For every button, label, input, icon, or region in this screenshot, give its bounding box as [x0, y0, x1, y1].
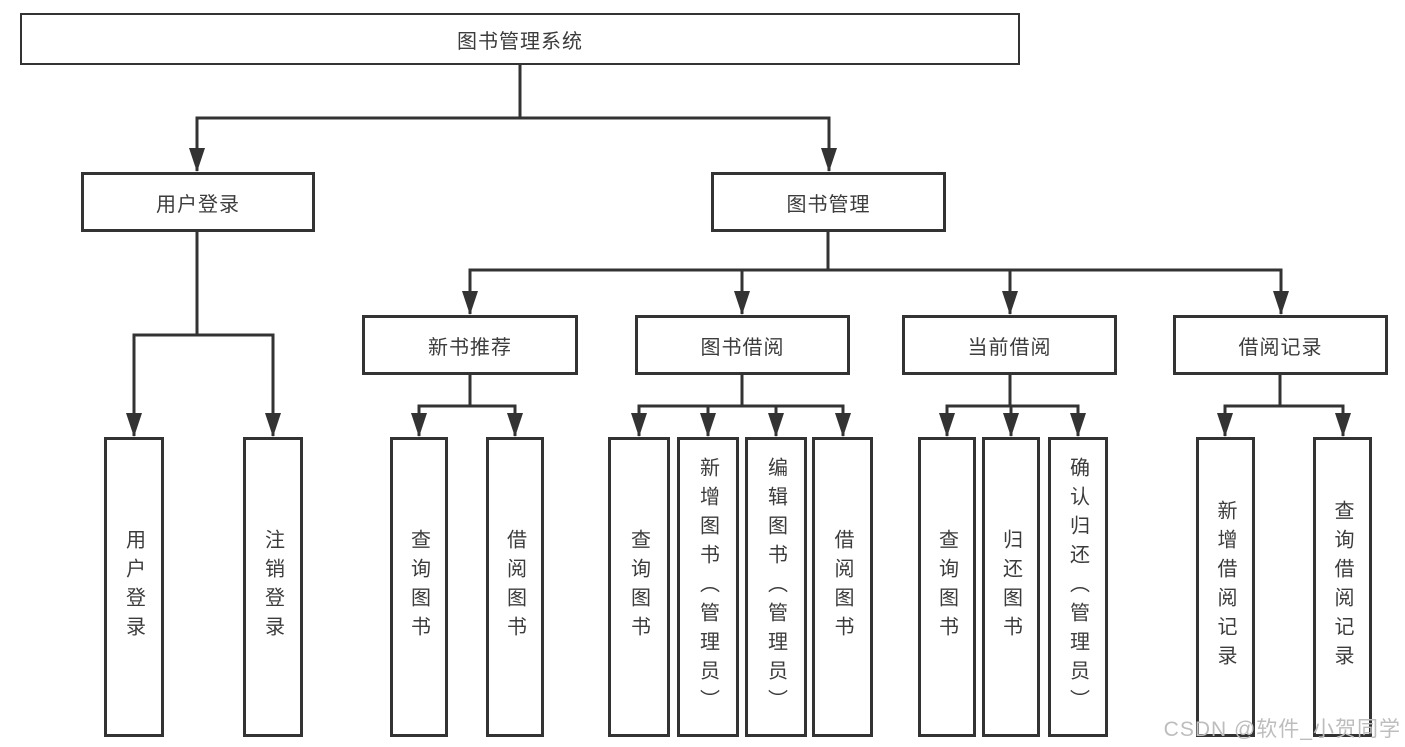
node-book-management: 图书管理: [711, 172, 946, 232]
leaf-query-books-borrowing: 查询图书: [608, 437, 670, 737]
leaf-add-books-admin: 新增图书（管理员）: [677, 437, 739, 737]
leaf-query-books-borrowing-label: 查询图书: [627, 529, 650, 645]
leaf-query-borrow-record: 查询借阅记录: [1313, 437, 1372, 737]
node-user-login: 用户登录: [81, 172, 315, 232]
leaf-add-books-admin-label: 新增图书（管理员）: [696, 456, 719, 718]
leaf-add-borrow-record-label: 新增借阅记录: [1214, 500, 1236, 674]
node-book-borrowing: 图书借阅: [635, 315, 850, 375]
leaf-user-login: 用户登录: [104, 437, 164, 737]
node-borrowing-records: 借阅记录: [1173, 315, 1388, 375]
leaf-add-borrow-record: 新增借阅记录: [1196, 437, 1255, 737]
leaf-query-books-recommend: 查询图书: [390, 437, 448, 737]
leaf-edit-books-admin: 编辑图书（管理员）: [745, 437, 807, 737]
node-library-management-system: 图书管理系统: [20, 13, 1020, 65]
leaf-return-books: 归还图书: [982, 437, 1040, 737]
leaf-user-login-label: 用户登录: [122, 529, 145, 645]
leaf-logout-label: 注销登录: [261, 529, 284, 645]
leaf-borrow-books-recommend-label: 借阅图书: [503, 529, 526, 645]
leaf-query-books-current: 查询图书: [918, 437, 976, 737]
leaf-confirm-return-admin-label: 确认归还（管理员）: [1066, 456, 1089, 718]
watermark: CSDN @软件_小贺同学: [1163, 718, 1401, 741]
leaf-confirm-return-admin: 确认归还（管理员）: [1048, 437, 1108, 737]
leaf-edit-books-admin-label: 编辑图书（管理员）: [764, 456, 787, 718]
leaf-query-borrow-record-label: 查询借阅记录: [1331, 500, 1353, 674]
node-current-borrowing: 当前借阅: [902, 315, 1117, 375]
leaf-borrow-books-recommend: 借阅图书: [486, 437, 544, 737]
leaf-query-books-recommend-label: 查询图书: [407, 529, 430, 645]
leaf-borrow-books: 借阅图书: [812, 437, 873, 737]
leaf-borrow-books-label: 借阅图书: [831, 529, 853, 645]
leaf-query-books-current-label: 查询图书: [935, 529, 958, 645]
leaf-return-books-label: 归还图书: [999, 529, 1022, 645]
node-new-book-recommendation: 新书推荐: [362, 315, 578, 375]
leaf-logout: 注销登录: [243, 437, 303, 737]
